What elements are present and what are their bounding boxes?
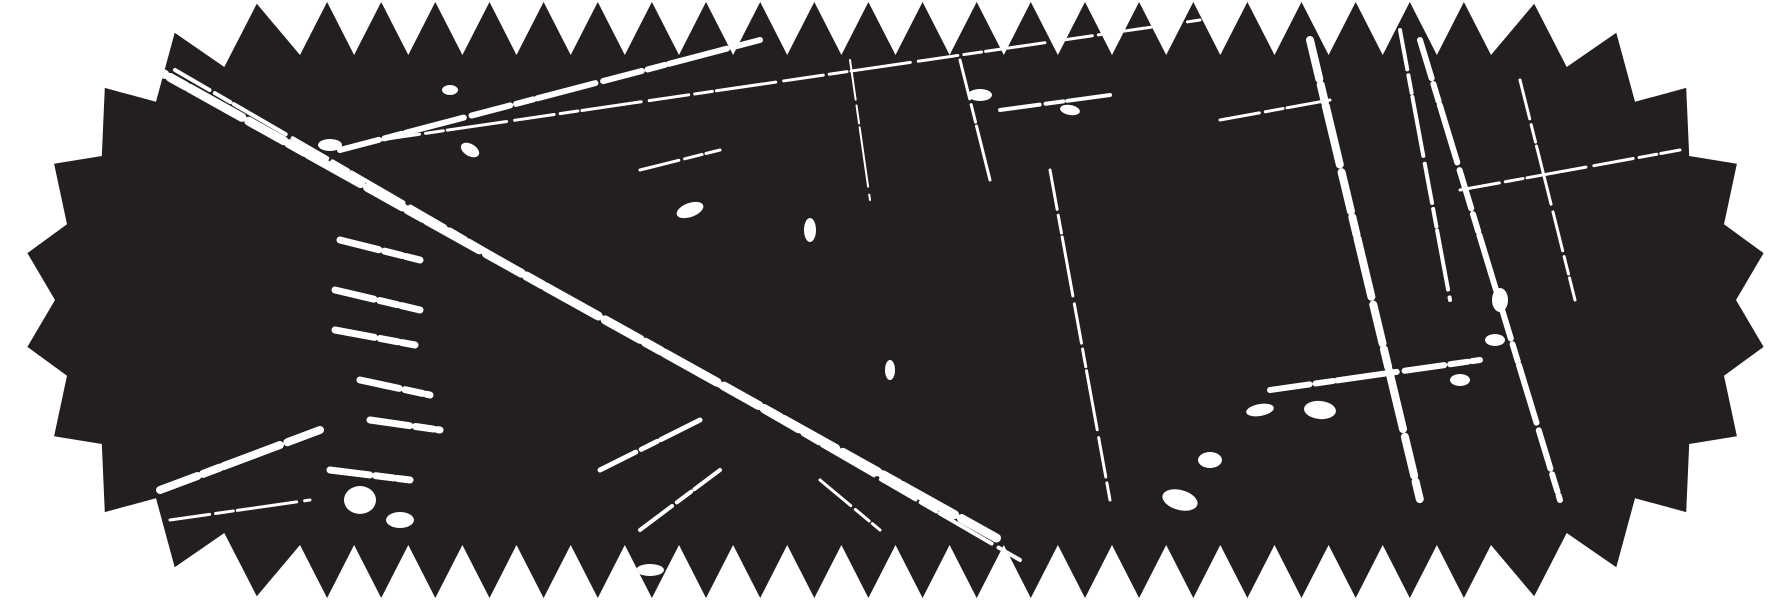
scratch-mark — [366, 416, 444, 434]
scratch-blob — [1162, 489, 1198, 511]
scratch-blob — [442, 85, 458, 95]
scratch-mark — [356, 376, 434, 399]
scratch-mark — [1048, 168, 1112, 502]
scratch-blob — [804, 218, 816, 242]
scratch-mark — [849, 59, 871, 201]
scratch-mark — [1398, 28, 1452, 302]
scratch-mark — [1306, 36, 1424, 504]
scratch-blob — [386, 512, 414, 528]
scratch-blob — [885, 360, 895, 380]
scratch-mark — [336, 236, 424, 264]
scratch-mark — [998, 93, 1112, 112]
distressed-texture — [125, 18, 1682, 576]
scratch-mark — [1458, 148, 1682, 192]
scratch-blob — [318, 139, 342, 151]
scratch-blob — [1492, 288, 1508, 312]
scratch-mark — [173, 68, 1022, 562]
scratch-mark — [326, 466, 414, 484]
scratch-mark — [337, 37, 763, 153]
scratch-mark — [1267, 357, 1483, 393]
starburst-shape — [27, 2, 1764, 598]
scratch-mark — [1218, 98, 1332, 122]
scratch-blob — [968, 89, 992, 101]
scratch-mark — [597, 417, 703, 473]
scratch-mark — [958, 58, 992, 182]
scratch-mark — [818, 478, 882, 532]
scratch-mark — [638, 468, 722, 532]
scratch-blob — [1450, 374, 1470, 386]
scratch-blob — [344, 486, 376, 514]
scratch-blob — [676, 201, 704, 219]
scratch-blob — [460, 142, 480, 158]
scratch-blob — [1246, 403, 1274, 417]
scratch-mark — [331, 326, 419, 349]
scratch-blob — [636, 564, 664, 576]
scratch-mark — [1518, 78, 1577, 302]
scratch-mark — [156, 426, 324, 494]
scratch-mark — [125, 50, 1005, 545]
scratch-blob — [1198, 452, 1222, 468]
scratch-blob — [1304, 400, 1336, 420]
scratch-mark — [331, 286, 424, 314]
scratch-blob — [1060, 104, 1080, 116]
scratch-blob — [1485, 334, 1505, 346]
scratch-mark — [638, 148, 722, 172]
scratch-mark — [1417, 37, 1563, 503]
scratch-mark — [168, 498, 312, 522]
